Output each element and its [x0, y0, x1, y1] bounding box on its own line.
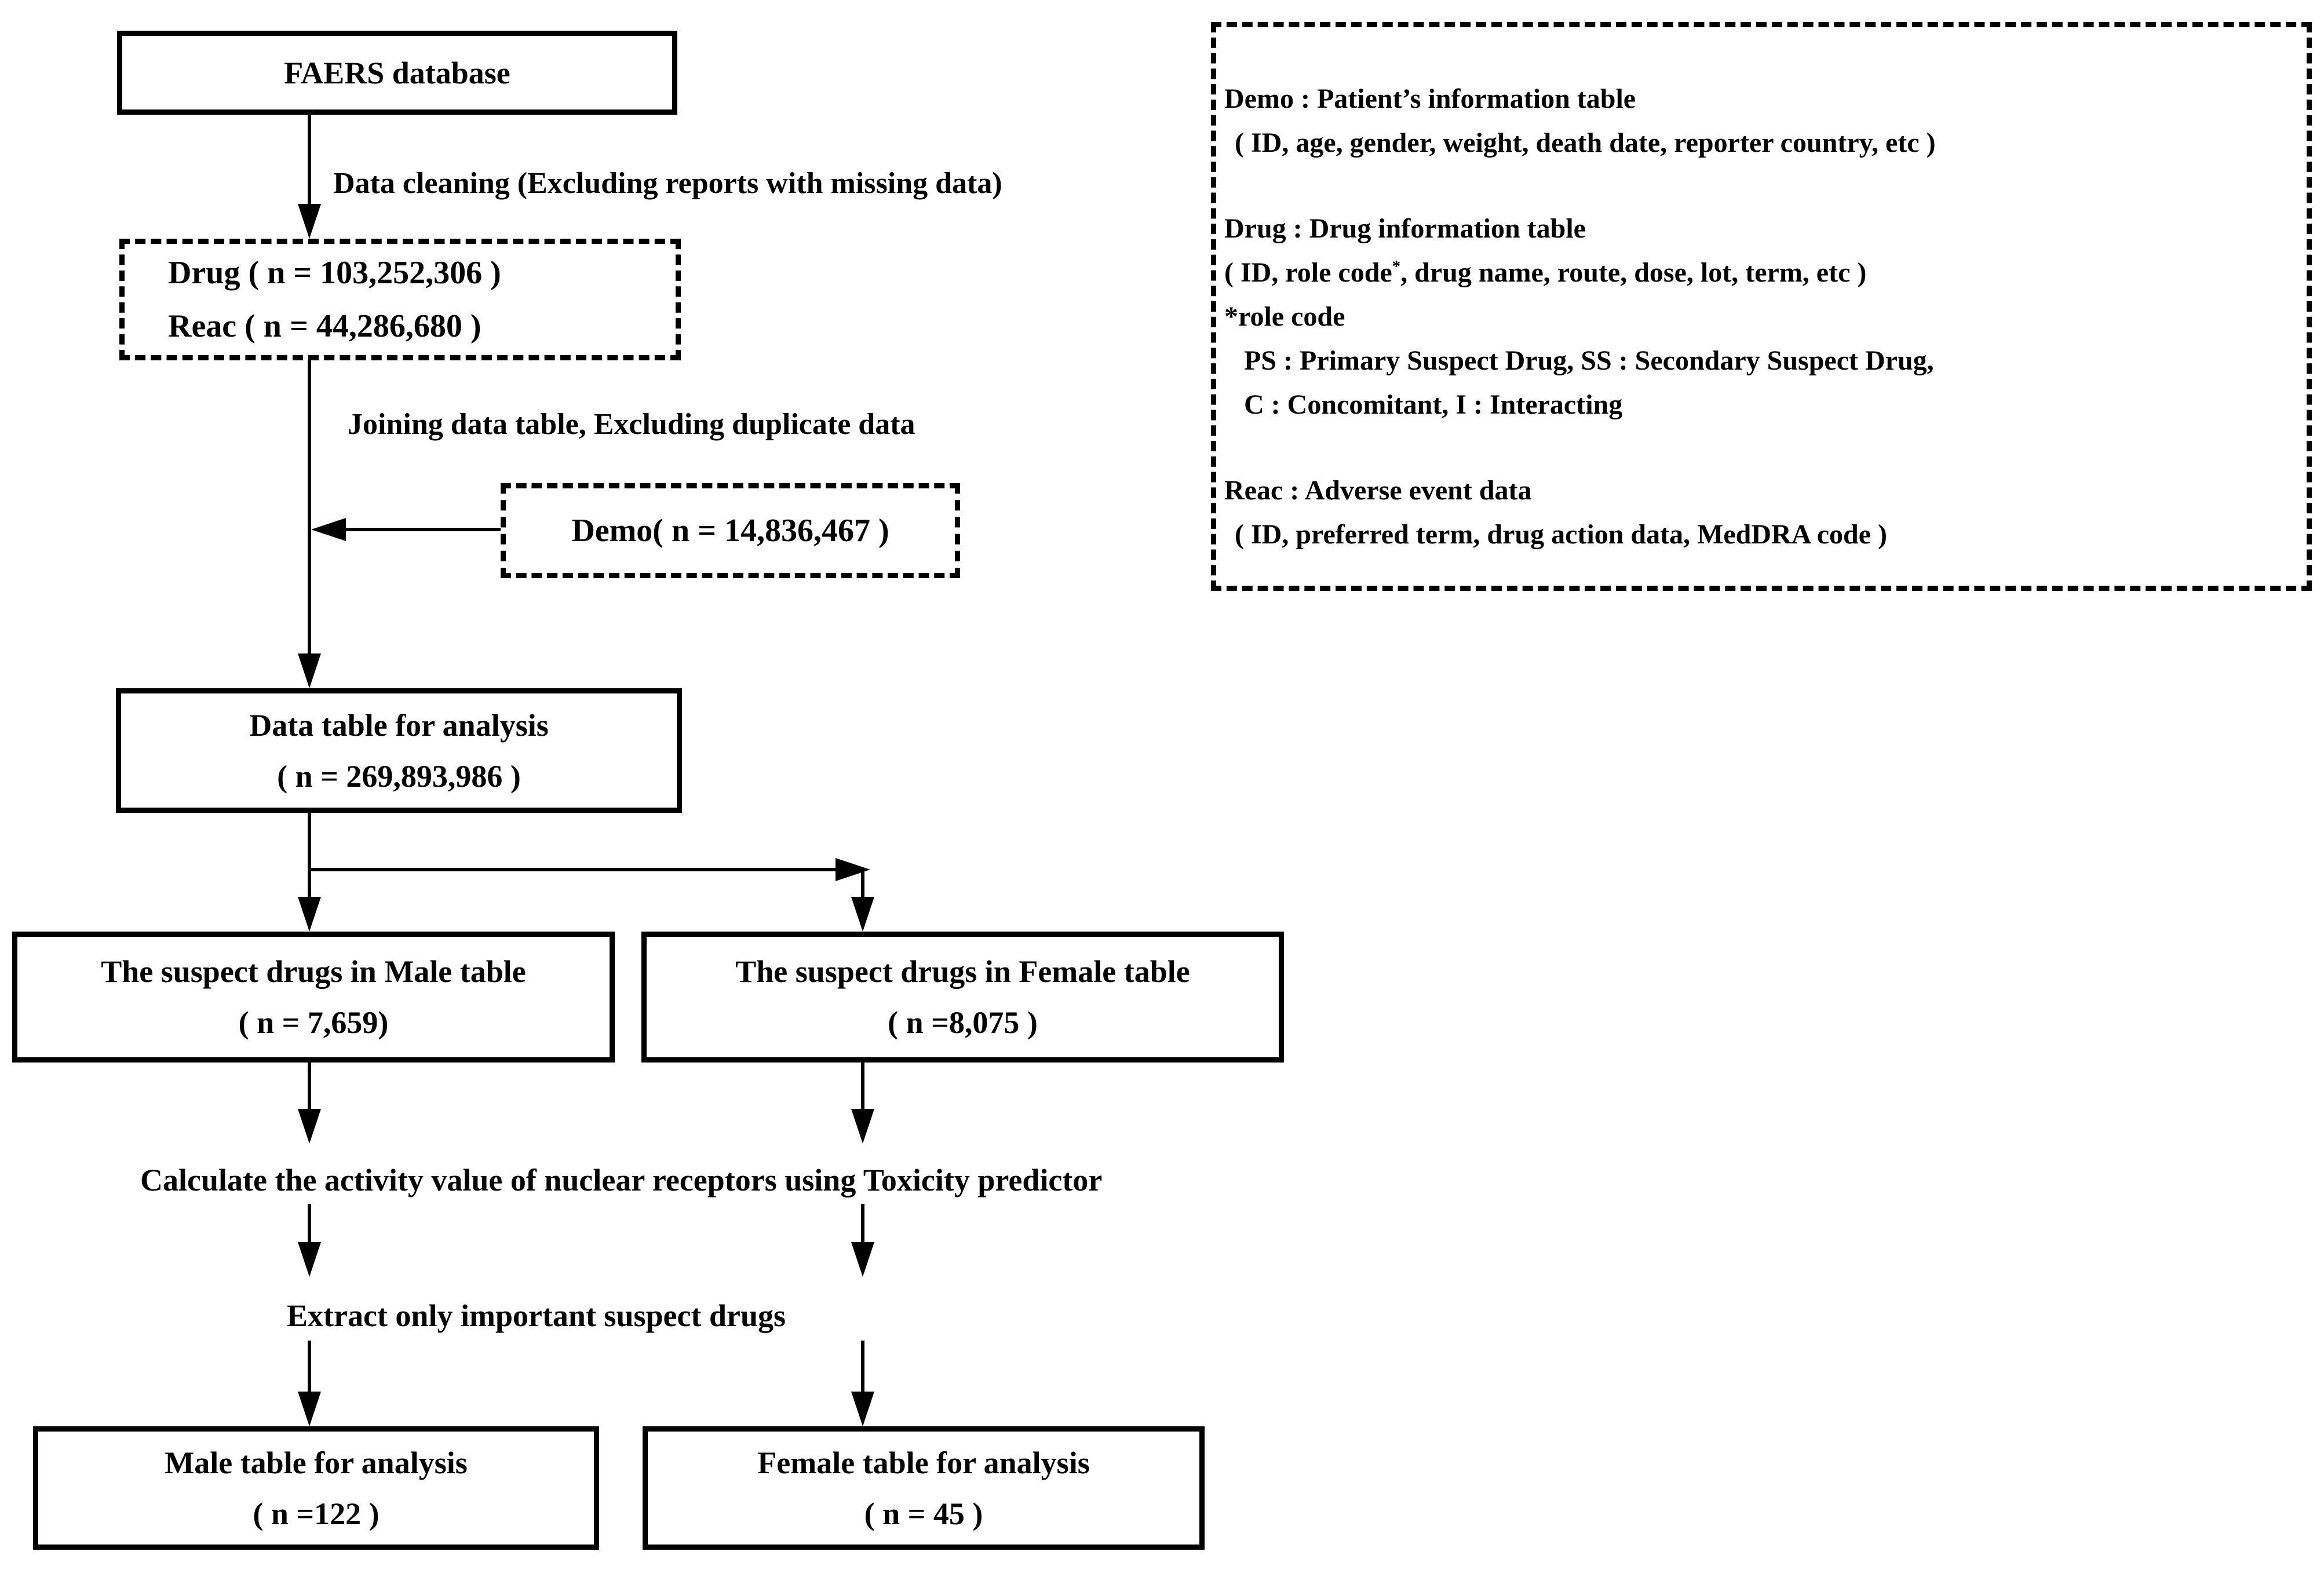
arrowhead-down-icon [298, 1392, 321, 1426]
flow-line-branch-horizontal [308, 868, 837, 871]
flow-line-extract-to-female-analysis [861, 1341, 864, 1393]
legend-drug-fields-prefix: ( ID, role code [1224, 257, 1392, 288]
flow-line-faers-to-drugreac [308, 115, 311, 206]
arrowhead-right-icon [836, 858, 870, 881]
male-suspect-count: ( n = 7,659) [238, 1005, 389, 1040]
male-suspect-title: The suspect drugs in Male table [101, 954, 526, 989]
male-analysis-count: ( n =122 ) [253, 1496, 380, 1531]
calculate-activity-label: Calculate the activity value of nuclear … [140, 1163, 1103, 1197]
demo-box: Demo( n = 14,836,467 ) [501, 483, 960, 578]
data-table-box: Data table for analysis ( n = 269,893,98… [116, 688, 682, 813]
legend-drug-title: Drug : Drug information table [1224, 213, 1586, 244]
flow-line-male-to-calc [308, 1063, 311, 1111]
arrowhead-down-icon [851, 1242, 874, 1277]
arrowhead-down-icon [851, 1109, 874, 1144]
faers-database-box: FAERS database [117, 31, 677, 115]
legend-role-code-c: C : Concomitant, I : Interacting [1244, 389, 1623, 420]
male-suspect-box: The suspect drugs in Male table ( n = 7,… [12, 932, 615, 1063]
male-analysis-title: Male table for analysis [165, 1445, 468, 1480]
legend-drug-fields: ( ID, role code*, drug name, route, dose… [1224, 251, 2289, 295]
male-analysis-box: Male table for analysis ( n =122 ) [33, 1426, 599, 1550]
arrowhead-down-icon [851, 1392, 874, 1426]
arrowhead-left-icon [311, 518, 346, 541]
arrowhead-down-icon [298, 204, 321, 239]
legend-demo-fields: ( ID, age, gender, weight, death date, r… [1235, 127, 1936, 158]
extract-label: Extract only important suspect drugs [287, 1298, 786, 1333]
legend-role-code-ps: PS : Primary Suspect Drug, SS : Secondar… [1244, 345, 1934, 376]
arrowhead-down-icon [298, 653, 321, 688]
arrowhead-down-icon [298, 897, 321, 932]
reac-count-line: Reac ( n = 44,286,680 ) [168, 308, 481, 344]
legend-reac-title: Reac : Adverse event data [1224, 475, 1532, 506]
female-suspect-box: The suspect drugs in Female table ( n =8… [641, 932, 1284, 1063]
legend-role-code-asterisk: * [1392, 257, 1401, 276]
flow-line-branch-stem [308, 813, 311, 871]
female-analysis-count: ( n = 45 ) [864, 1496, 983, 1531]
flow-line-extract-to-male-analysis [308, 1341, 311, 1393]
arrowhead-down-icon [298, 1242, 321, 1277]
female-suspect-count: ( n =8,075 ) [888, 1005, 1038, 1040]
legend-role-code-heading: *role code [1224, 301, 1345, 332]
flow-line-drugreac-to-datatable [308, 360, 311, 656]
drug-reac-box: Drug ( n = 103,252,306 ) Reac ( n = 44,2… [119, 239, 681, 360]
legend-demo-title: Demo : Patient’s information table [1224, 83, 1636, 114]
legend-box: Demo : Patient’s information table ( ID,… [1211, 22, 2312, 591]
female-suspect-title: The suspect drugs in Female table [735, 954, 1190, 989]
legend-drug-fields-suffix: , drug name, route, dose, lot, term, etc… [1400, 257, 1867, 288]
flow-line-branch-male-drop [308, 871, 311, 900]
flow-line-calc-to-extract-male [308, 1204, 311, 1244]
flow-line-demo-join [344, 528, 501, 531]
joining-label: Joining data table, Excluding duplicate … [348, 408, 915, 441]
data-table-count: ( n = 269,893,986 ) [277, 758, 521, 794]
flow-line-calc-to-extract-female [861, 1204, 864, 1244]
female-analysis-box: Female table for analysis ( n = 45 ) [643, 1426, 1205, 1550]
faers-database-label: FAERS database [284, 55, 510, 90]
flow-line-branch-female-drop [861, 870, 864, 900]
legend-reac-fields: ( ID, preferred term, drug action data, … [1235, 519, 1888, 550]
female-analysis-title: Female table for analysis [757, 1445, 1090, 1480]
data-table-title: Data table for analysis [249, 707, 549, 743]
flow-line-female-to-calc [861, 1063, 864, 1111]
drug-count-line: Drug ( n = 103,252,306 ) [168, 255, 501, 291]
arrowhead-down-icon [851, 897, 874, 932]
arrowhead-down-icon [298, 1109, 321, 1144]
data-cleaning-label: Data cleaning (Excluding reports with mi… [333, 167, 1002, 200]
demo-count-line: Demo( n = 14,836,467 ) [571, 513, 889, 549]
